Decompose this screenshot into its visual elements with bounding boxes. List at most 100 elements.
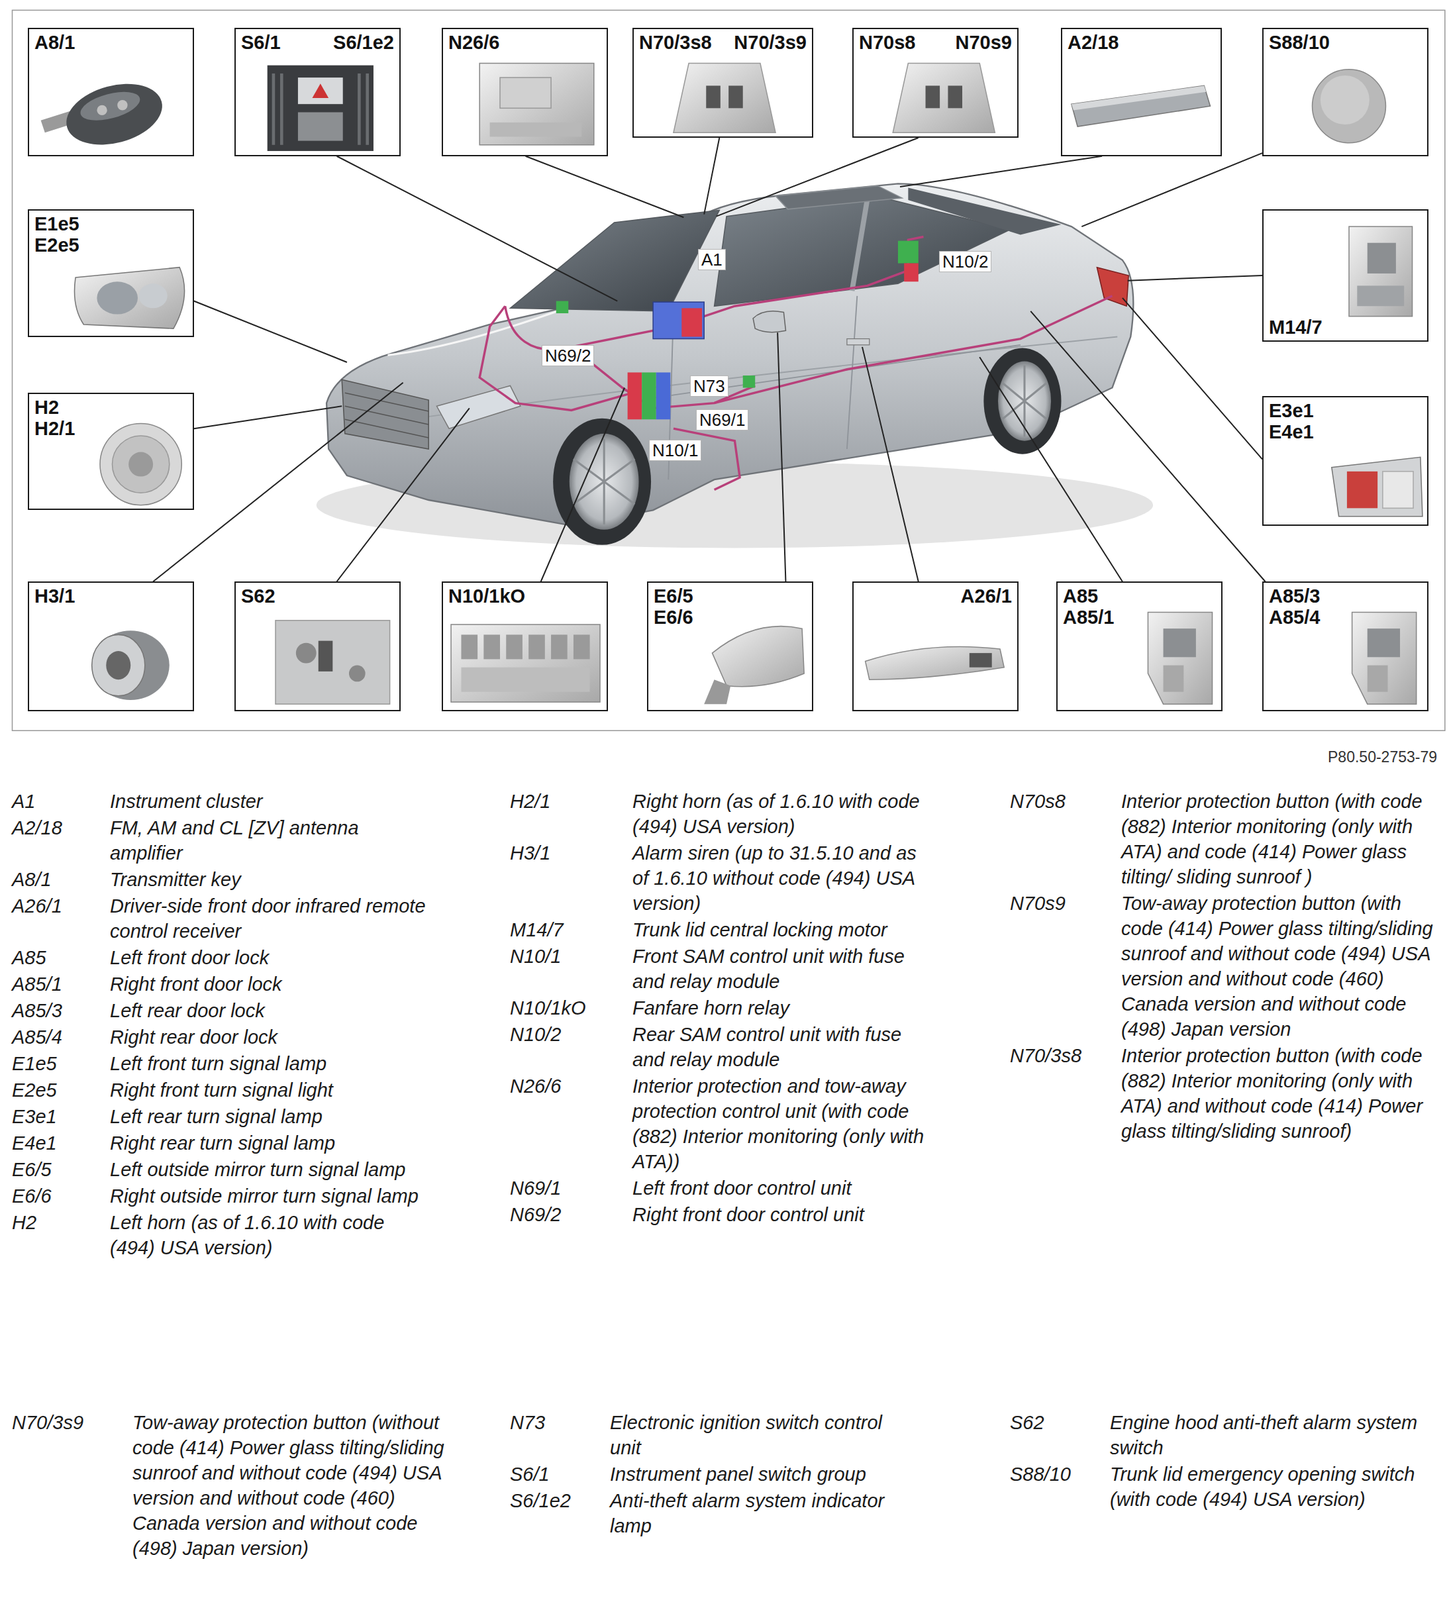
leader-line — [541, 388, 625, 583]
component-label: N73 — [690, 375, 729, 397]
emergency-switch-icon — [1320, 75, 1370, 125]
part-code-cell: N73 — [509, 1409, 610, 1461]
part-description: Left front turn signal lamp — [109, 1050, 429, 1077]
legend-row: E1e5Left front turn signal lamp — [11, 1050, 429, 1077]
fuse-box-icon — [450, 624, 600, 702]
legend-row: N10/1Front SAM control unit with fuse an… — [509, 943, 931, 995]
part-code-cell: E2e5 — [11, 1077, 110, 1103]
legend-row: H2Left horn (as of 1.6.10 with code (494… — [11, 1209, 429, 1261]
part-description: Right rear turn signal lamp — [109, 1130, 429, 1156]
legend-row: N69/2Right front door control unit — [509, 1201, 931, 1228]
legend-row: N10/1kOFanfare horn relay — [509, 995, 931, 1021]
car-illustration — [752, 311, 786, 333]
part-code: N70/3s9 — [733, 31, 807, 53]
legend-row: A85/1Right front door lock — [11, 971, 429, 997]
leader-line — [1081, 152, 1263, 227]
part-description: Transmitter key — [109, 866, 429, 893]
leader-line — [1030, 311, 1265, 582]
hood-switch-icon — [296, 643, 317, 664]
component-label: N10/1 — [649, 439, 702, 461]
door-handle-icon — [865, 646, 1005, 680]
part-description: Right horn (as of 1.6.10 with code (494)… — [632, 788, 931, 840]
legend-row: E2e5Right front turn signal light — [11, 1077, 429, 1103]
legend-row: A85Left front door lock — [11, 945, 429, 971]
control-units — [681, 307, 702, 337]
part-code-cell: H3/1 — [509, 840, 633, 916]
part-code-cell: E3e1 — [11, 1103, 110, 1130]
horn-icon — [128, 452, 153, 477]
legend-row: N26/6Interior protection and tow-away pr… — [509, 1073, 931, 1175]
legend-column: S62Engine hood anti-theft alarm system s… — [1009, 1409, 1435, 1514]
horn-icon — [99, 423, 182, 505]
part-code: A85/4 — [1268, 606, 1320, 628]
component-label: N10/2 — [939, 250, 992, 273]
overhead-console-icon — [947, 85, 963, 108]
control-units — [556, 301, 569, 314]
locking-motor-icon — [1349, 226, 1413, 317]
transmitter-key-icon — [117, 99, 128, 110]
legend-row: N73Electronic ignition switch control un… — [509, 1409, 916, 1461]
car-illustration — [573, 439, 635, 525]
overhead-console-icon — [673, 63, 995, 134]
door-lock-icon — [1163, 628, 1197, 657]
legend-column: N70s8Interior protection button (with co… — [1009, 788, 1436, 1146]
legend-column: N73Electronic ignition switch control un… — [509, 1409, 916, 1540]
part-code: H3/1 — [34, 585, 75, 607]
callout-box: E3e1E4e1 — [1262, 396, 1429, 526]
leader-line — [862, 347, 919, 582]
tail-lamp-icon — [1382, 471, 1414, 508]
callout-box: N70/3s8N70/3s9 — [632, 27, 814, 138]
part-description: Electronic ignition switch control unit — [609, 1409, 916, 1461]
switch-group-icon — [267, 65, 374, 151]
leader-line — [152, 382, 404, 582]
callout-box: N70s8N70s9 — [852, 27, 1019, 138]
part-code-cell: A26/1 — [11, 893, 110, 944]
part-code: S88/10 — [1268, 31, 1330, 53]
part-code: A26/1 — [960, 585, 1012, 607]
part-code-cell: A85/1 — [11, 971, 110, 997]
legend-row: E6/5Left outside mirror turn signal lamp — [11, 1156, 429, 1183]
part-code: E4e1 — [1268, 421, 1314, 443]
part-code-cell: A2/18 — [11, 815, 110, 866]
part-description: Instrument cluster — [109, 788, 429, 814]
part-code-cell: N70/3s8 — [1009, 1043, 1122, 1144]
car-illustration — [341, 379, 429, 450]
part-description: Trunk lid emergency opening switch (with… — [1109, 1461, 1435, 1512]
part-code: S62 — [241, 585, 276, 607]
wiring — [505, 270, 909, 350]
part-code: N70s8 — [858, 31, 916, 53]
legend-row: M14/7Trunk lid central locking motor — [509, 917, 931, 943]
legend-row: S6/1e2Anti-theft alarm system indicator … — [509, 1488, 916, 1539]
component-label: A1 — [698, 249, 726, 271]
callout-box: A8/1 — [27, 27, 195, 157]
part-description: Interior protection button (with code (8… — [1121, 1043, 1436, 1144]
car-illustration — [983, 347, 1061, 454]
tail-lamp-icon — [1331, 456, 1423, 516]
hood-switch-icon — [318, 641, 334, 672]
leader-line — [194, 405, 342, 429]
part-code: A2/18 — [1067, 31, 1119, 53]
part-code-cell: N70s8 — [1009, 788, 1122, 890]
door-lock-icon — [1147, 611, 1212, 704]
horn-icon — [99, 423, 182, 505]
part-code-cell: S62 — [1009, 1409, 1110, 1461]
leader-line — [152, 137, 1266, 582]
part-code-cell: N69/1 — [509, 1175, 633, 1201]
hood-switch-icon — [275, 620, 391, 704]
headlamp-icon — [96, 281, 138, 314]
leader-line — [716, 137, 919, 217]
part-description: Tow-away protection button (with code (4… — [1121, 890, 1436, 1042]
part-description: Left front door control unit — [632, 1175, 931, 1201]
callout-box: H2H2/1 — [27, 392, 195, 510]
component-label: N69/1 — [696, 409, 749, 431]
part-code: E2e5 — [34, 234, 80, 256]
callout-box: A2/18 — [1060, 27, 1222, 157]
part-code: E3e1 — [1268, 399, 1314, 422]
leader-line — [703, 137, 720, 215]
tail-lamp-icon — [1331, 456, 1423, 516]
legend-row: E3e1Left rear turn signal lamp — [11, 1103, 429, 1130]
panel-frame — [11, 9, 1445, 731]
alarm-siren-icon — [92, 630, 170, 700]
callout-box: H3/1 — [27, 581, 195, 712]
